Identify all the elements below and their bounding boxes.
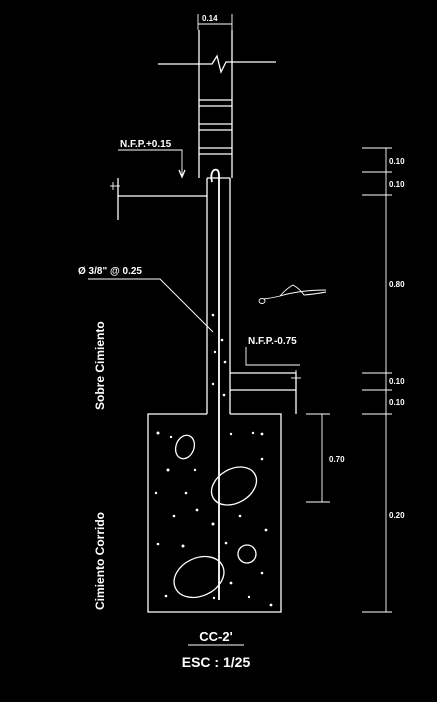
title-block: CC-2' ESC : 1/25: [182, 629, 251, 670]
dimension-d6: 0.20: [389, 511, 405, 520]
nfp-top-label: N.F.P.+0.15: [120, 139, 172, 150]
aggregate-dots: [154, 431, 273, 607]
footing-height-dimension: 0.70: [306, 413, 345, 503]
dimension-d4: 0.10: [389, 377, 405, 386]
scale-label: ESC : 1/25: [182, 654, 251, 670]
nfp-top-callout: N.F.P.+0.15: [118, 139, 186, 179]
sobrecimiento-label: Sobre Cimiento: [93, 321, 107, 410]
ground-level-bottom: [230, 372, 297, 414]
dimension-chain: 0.10 0.10 0.80 0.10 0.10 0.20: [362, 147, 405, 613]
dimension-d1: 0.10: [389, 157, 405, 166]
dimension-d2: 0.10: [389, 180, 405, 189]
wall-width-dimension: 0.14: [197, 14, 233, 30]
dimension-d5: 0.10: [389, 398, 405, 407]
section-title: CC-2': [199, 629, 232, 644]
rebar-callout: Ø 3/8" @ 0.25: [78, 266, 214, 333]
footing: [147, 313, 282, 613]
vertical-rebar: [210, 168, 220, 600]
cimiento-label: Cimiento Corrido: [93, 512, 107, 610]
nfp-bottom-callout: N.F.P.-0.75: [245, 336, 301, 386]
detail-symbol: [258, 284, 327, 304]
rebar-label: Ø 3/8" @ 0.25: [78, 266, 142, 277]
wall-width-label: 0.14: [202, 14, 218, 23]
stem-aggregate-dots: [211, 313, 227, 397]
ground-level-top: [110, 178, 207, 220]
masonry-wall: [158, 30, 276, 178]
footing-height-label: 0.70: [329, 455, 345, 464]
dimension-d3: 0.80: [389, 280, 405, 289]
nfp-bottom-label: N.F.P.-0.75: [248, 336, 297, 347]
